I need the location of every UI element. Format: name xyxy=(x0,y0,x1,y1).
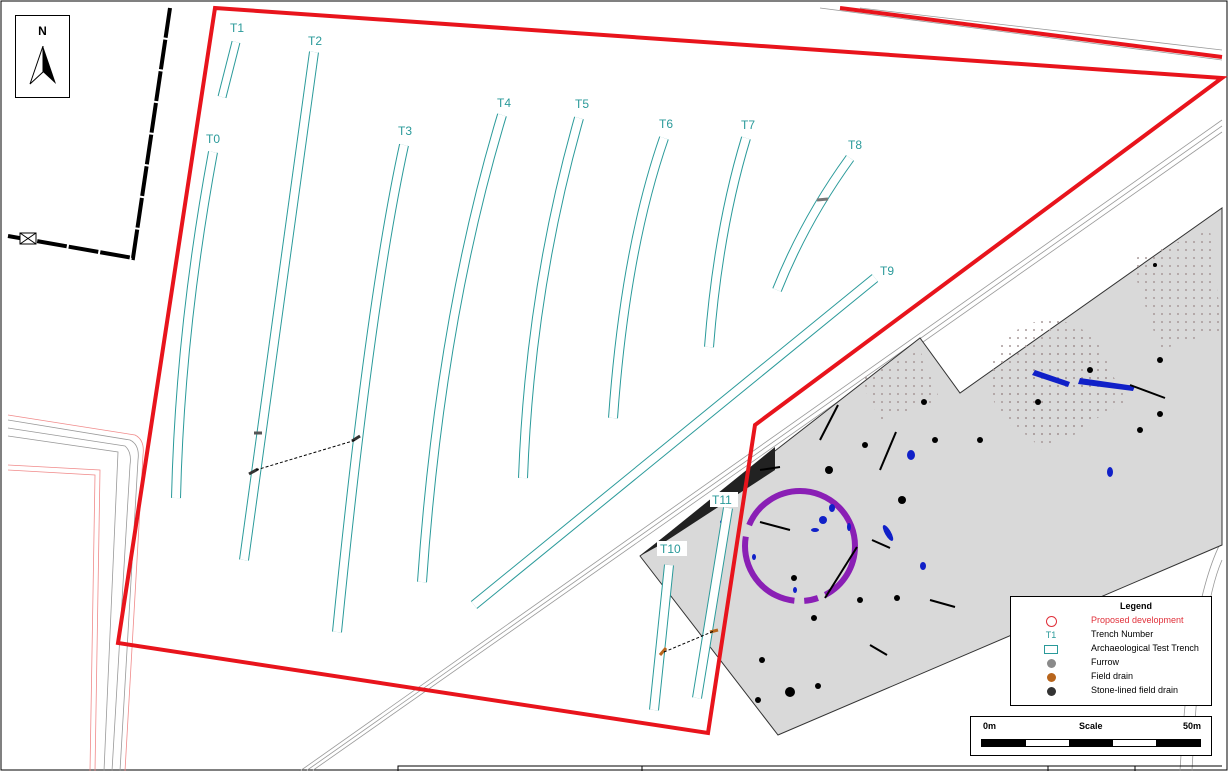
proposed-development-boundary xyxy=(115,5,1228,736)
legend-item-proposed-development: Proposed development xyxy=(1011,614,1211,628)
trench-T7[interactable] xyxy=(704,136,751,348)
legend-item-stone-lined-drain: Stone-lined field drain xyxy=(1011,684,1211,698)
red-circle-icon xyxy=(1045,615,1057,627)
linear-features xyxy=(759,384,1166,656)
north-arrow: N xyxy=(15,15,70,98)
adjacent-plot-lines xyxy=(7,414,144,771)
legend-item-furrow: Furrow xyxy=(1011,656,1211,670)
north-label: N xyxy=(38,24,47,38)
legend-item-field-drain: Field drain xyxy=(1011,670,1211,684)
legend-item-trench-number: T1 Trench Number xyxy=(1045,629,1154,640)
trench-T2[interactable] xyxy=(239,51,319,561)
field-drains xyxy=(248,197,829,656)
trench-label-T0: T0 xyxy=(206,132,220,146)
trench-label-T4: T4 xyxy=(497,96,511,110)
grey-dot-icon xyxy=(1046,658,1056,668)
trench-label-T5: T5 xyxy=(575,97,589,111)
trench-T9[interactable] xyxy=(470,274,879,609)
legend-item-test-trench: Archaeological Test Trench xyxy=(1011,642,1211,656)
trench-T11[interactable] xyxy=(692,507,733,699)
trench-label-T7: T7 xyxy=(741,118,755,132)
title-block-edge xyxy=(397,765,1222,771)
scale-end: 50m xyxy=(1182,721,1201,731)
trench-number-symbol: T1 xyxy=(1045,630,1057,640)
scale-bar-graphic xyxy=(981,739,1201,747)
hatched-strip xyxy=(640,447,775,556)
trench-label-T1: T1 xyxy=(230,21,244,35)
trench-T4[interactable] xyxy=(417,113,507,583)
dark-dot-icon xyxy=(1046,686,1056,696)
pits xyxy=(755,263,1163,703)
teal-rectangle-icon xyxy=(1044,644,1058,654)
ring-ditch xyxy=(742,488,858,604)
trench-T10[interactable] xyxy=(649,564,674,711)
scale-bar: 0m Scale 50m xyxy=(970,716,1212,756)
trench-label-T6: T6 xyxy=(659,117,673,131)
legend-title: Legend xyxy=(1119,601,1152,611)
scale-start: 0m xyxy=(983,721,997,731)
trench-T1[interactable] xyxy=(217,40,241,99)
trench-T6[interactable] xyxy=(608,136,669,419)
trench-T0[interactable] xyxy=(171,151,218,499)
trench-T8[interactable] xyxy=(772,155,855,292)
survey-marker-icon xyxy=(19,232,37,245)
scale-title: Scale xyxy=(1079,721,1103,731)
orange-dot-icon xyxy=(1046,672,1056,682)
trench-T3[interactable] xyxy=(332,143,409,633)
trench-label-T3: T3 xyxy=(398,124,412,138)
trench-label-T10: T10 xyxy=(660,542,681,556)
trench-label-T2: T2 xyxy=(308,34,322,48)
existing-building-outline xyxy=(7,7,172,261)
trench-label-T11: T11 xyxy=(712,493,732,507)
trench-T5[interactable] xyxy=(518,116,584,479)
trench-label-T9: T9 xyxy=(880,264,894,278)
north-arrow-icon xyxy=(29,46,56,85)
trench-label-T8: T8 xyxy=(848,138,862,152)
legend: Legend Proposed development T1 Trench Nu… xyxy=(1010,596,1212,706)
